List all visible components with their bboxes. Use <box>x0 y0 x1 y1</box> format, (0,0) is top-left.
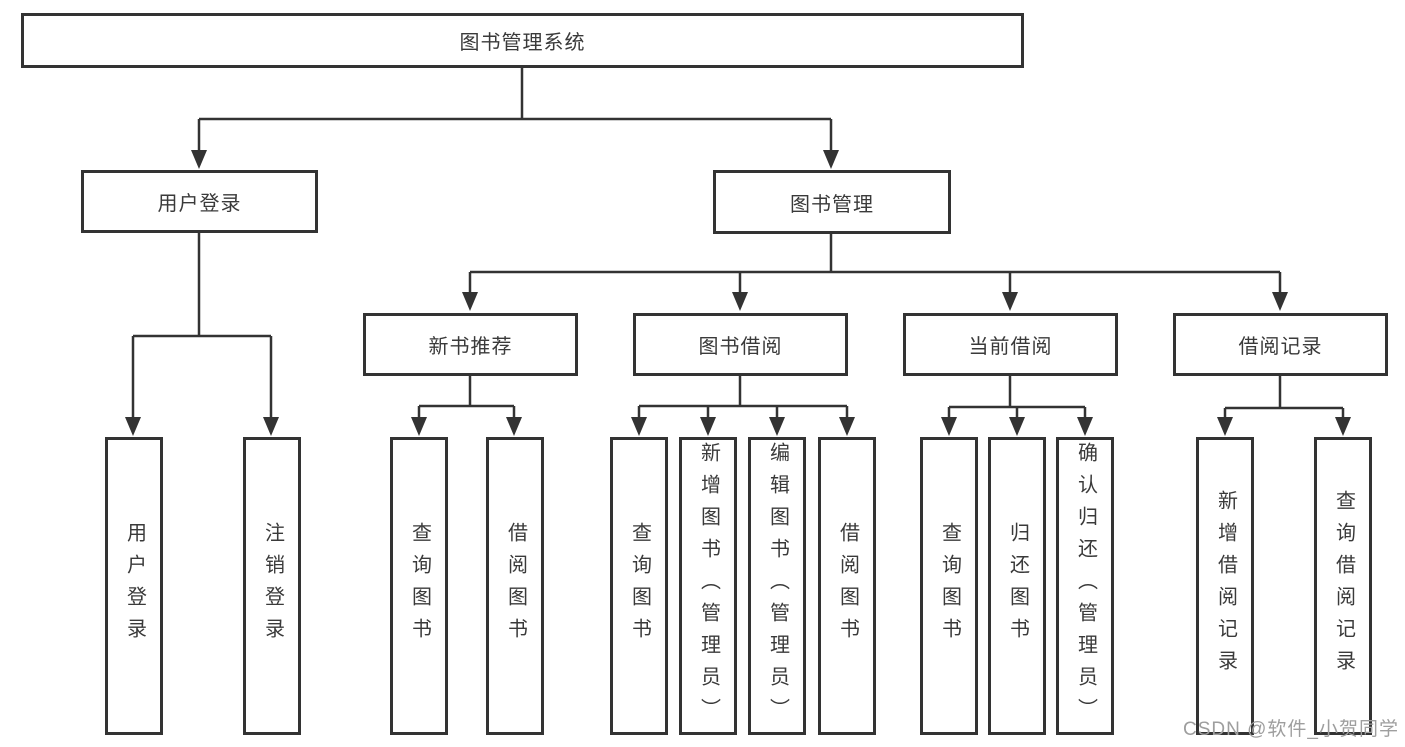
node-label: 用户登录 <box>157 193 242 215</box>
node-label: 确认归还（管理员） <box>1074 442 1097 730</box>
node-user-login-leaf: 用户登录 <box>105 437 163 735</box>
node-label: 图书管理 <box>790 193 874 216</box>
node-bb-borrow-book: 借阅图书 <box>818 437 876 735</box>
node-label: 新书推荐 <box>428 336 513 358</box>
node-cb-query-book: 查询图书 <box>920 437 978 735</box>
node-bb-add-book-admin: 新增图书（管理员） <box>679 437 737 735</box>
node-bb-edit-book-admin: 编辑图书（管理员） <box>748 437 806 735</box>
node-label: 当前借阅 <box>968 336 1053 358</box>
node-library-management-system: 图书管理系统 <box>21 13 1024 68</box>
node-cb-confirm-return-admin: 确认归还（管理员） <box>1056 437 1114 735</box>
node-label: 新增图书（管理员） <box>697 442 720 730</box>
node-book-borrow: 图书借阅 <box>633 313 848 376</box>
node-label: 图书借阅 <box>698 336 783 358</box>
node-label: 查询图书 <box>408 522 431 650</box>
node-label: 借阅记录 <box>1238 336 1323 358</box>
node-current-borrow: 当前借阅 <box>903 313 1118 376</box>
node-new-book-recommend: 新书推荐 <box>363 313 578 376</box>
arrowheads <box>125 150 1351 436</box>
node-label: 注销登录 <box>261 522 284 650</box>
node-cb-return-book: 归还图书 <box>988 437 1046 735</box>
node-user-login: 用户登录 <box>81 170 318 233</box>
node-nb-query-book: 查询图书 <box>390 437 448 735</box>
node-bb-query-book: 查询图书 <box>610 437 668 735</box>
node-book-management: 图书管理 <box>713 170 951 234</box>
node-logout-leaf: 注销登录 <box>243 437 301 735</box>
node-label: 编辑图书（管理员） <box>766 442 789 730</box>
node-br-add-record: 新增借阅记录 <box>1196 437 1254 735</box>
node-borrow-record: 借阅记录 <box>1173 313 1388 376</box>
node-label: 借阅图书 <box>836 522 859 650</box>
node-label: 查询图书 <box>628 522 651 650</box>
node-label: 用户登录 <box>123 522 146 650</box>
node-label: 查询图书 <box>938 522 961 650</box>
node-br-query-record: 查询借阅记录 <box>1314 437 1372 735</box>
node-label: 新增借阅记录 <box>1214 490 1237 682</box>
node-label: 查询借阅记录 <box>1332 490 1355 682</box>
watermark-text: CSDN @软件_小贺同学 <box>1183 719 1399 740</box>
node-label: 借阅图书 <box>504 522 527 650</box>
node-label: 图书管理系统 <box>459 32 586 54</box>
node-label: 归还图书 <box>1006 522 1029 650</box>
node-nb-borrow-book: 借阅图书 <box>486 437 544 735</box>
